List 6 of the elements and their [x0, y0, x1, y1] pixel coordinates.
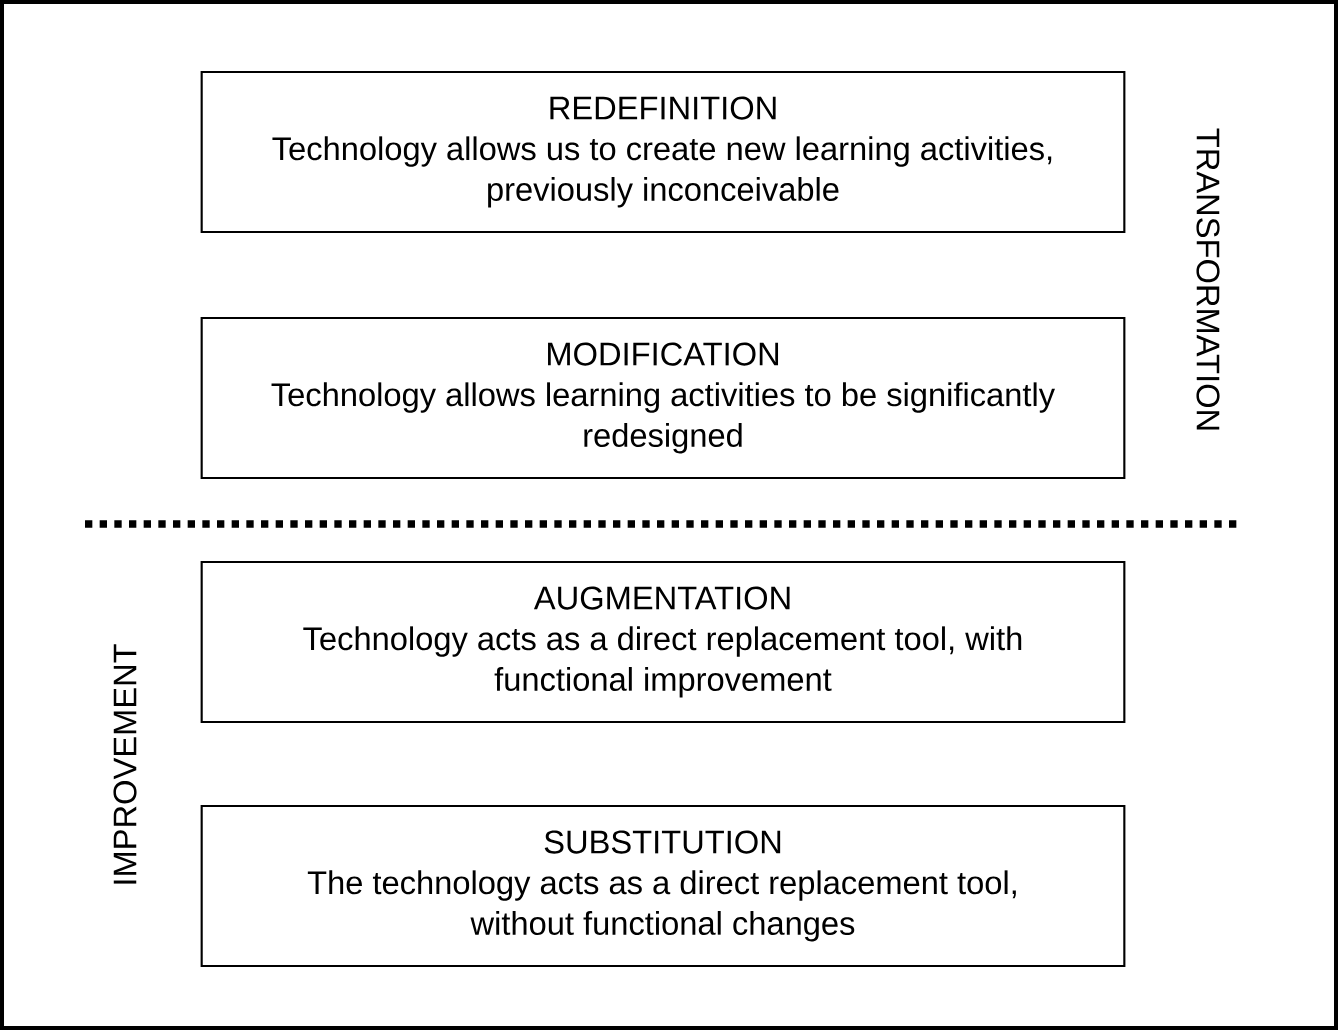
level-box: SUBSTITUTION The technology acts as a direct replacement tool, without functional changes: [200, 804, 1126, 968]
side-label: TRANSFORMATION: [1196, 128, 1220, 430]
level-box: REDEFINITION Technology allows us to create new learning activities, previously inconceivable: [200, 70, 1126, 234]
side-label: IMPROVEMENT: [113, 644, 137, 884]
level-box: MODIFICATION Technology allows learning activities to be significantly redesigned: [200, 316, 1126, 480]
level-box: AUGMENTATION Technology acts as a direct replacement tool, with functional improvement: [200, 560, 1126, 724]
